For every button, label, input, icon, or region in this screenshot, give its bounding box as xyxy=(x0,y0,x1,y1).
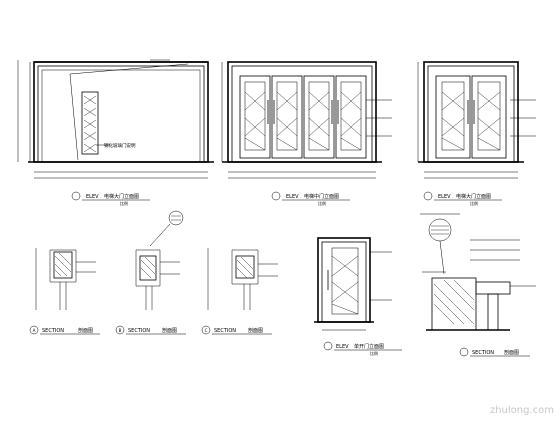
section-a-caption: 剖面图 xyxy=(78,327,93,334)
section-b-label: SECTION xyxy=(128,328,150,334)
door-leaf-3 xyxy=(303,75,335,159)
section-c-label: SECTION xyxy=(214,328,236,334)
section-b: B SECTION 剖面图 xyxy=(115,210,186,335)
door-detail-scale: 比例 xyxy=(370,350,378,356)
door-detail: ELEV 单开门立面图 比例 xyxy=(314,237,402,356)
big-section-caption: 剖面图 xyxy=(504,349,519,356)
section-c: C SECTION 剖面图 xyxy=(201,248,278,335)
elevation-3: ELEV 电梯大门立面图 比例 xyxy=(417,61,536,206)
door-leaf-left xyxy=(435,75,471,159)
watermark: zhulong.com xyxy=(489,405,554,416)
section-b-mark: B xyxy=(119,328,122,333)
section-c-caption: 剖面图 xyxy=(248,327,263,334)
door-leaf-right xyxy=(471,75,507,159)
elevation-3-caption: 电梯大门立面图 xyxy=(456,193,491,200)
elevation-2-scale: 比例 xyxy=(318,200,326,206)
elevation-2-caption: 电梯中门立面图 xyxy=(304,193,339,200)
door-leaf-4 xyxy=(335,75,367,159)
section-a: A SECTION 剖面图 xyxy=(29,248,100,335)
door-detail-caption: 单开门立面图 xyxy=(354,343,384,350)
elevation-1-note: 钢化玻璃门说明 xyxy=(104,142,136,149)
big-section-label: SECTION xyxy=(472,350,494,356)
elevation-1-caption: 电梯大门立面图 xyxy=(104,193,139,200)
elevation-2-tag: ELEV xyxy=(286,194,299,200)
door-leaf-2 xyxy=(271,75,303,159)
door-leaf-1 xyxy=(239,75,271,159)
big-section: SECTION 剖面图 xyxy=(420,213,536,357)
elevation-1-tag: ELEV xyxy=(86,194,99,200)
elevation-1-scale: 比例 xyxy=(120,200,128,206)
section-b-caption: 剖面图 xyxy=(162,327,177,334)
door-detail-tag: ELEV xyxy=(336,344,349,350)
elevation-3-tag: ELEV xyxy=(438,194,451,200)
elevation-3-scale: 比例 xyxy=(470,200,478,206)
elevation-1: 钢化玻璃门说明 ELEV 电梯大门立面图 比例 xyxy=(17,59,214,206)
section-a-label: SECTION xyxy=(42,328,64,334)
elevation-2: ELEV 电梯中门立面图 比例 xyxy=(221,61,392,206)
section-c-mark: C xyxy=(205,328,208,333)
section-a-mark: A xyxy=(33,328,36,333)
